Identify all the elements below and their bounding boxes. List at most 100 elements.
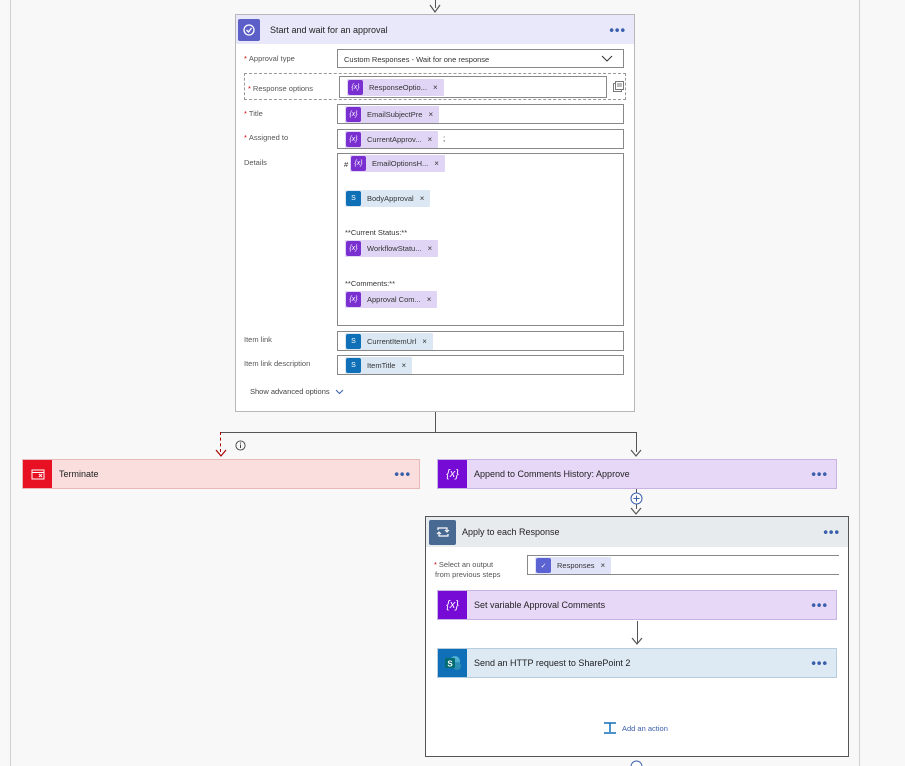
response-options-input[interactable]: {x} ResponseOptio... × xyxy=(339,76,607,98)
response-options-label: *Response options xyxy=(248,84,313,93)
sharepoint-icon: S xyxy=(346,358,361,373)
variable-icon: {x} xyxy=(346,107,361,122)
details-input[interactable]: # {x} EmailOptionsH... × S BodyApproval … xyxy=(337,153,624,326)
item-link-label: Item link xyxy=(244,335,272,344)
add-action-icon xyxy=(604,722,616,734)
info-icon[interactable] xyxy=(235,440,246,451)
select-output-label-2: from previous steps xyxy=(435,570,501,579)
remove-token-icon[interactable]: × xyxy=(428,110,434,119)
variable-icon: {x} xyxy=(346,241,361,256)
remove-token-icon[interactable]: × xyxy=(426,295,432,304)
variable-icon: {x} xyxy=(346,292,361,307)
approval-title: Start and wait for an approval xyxy=(270,24,388,35)
title-token[interactable]: {x} EmailSubjectPre × xyxy=(345,106,440,123)
chevron-down-icon xyxy=(601,55,613,62)
remove-token-icon[interactable]: × xyxy=(434,159,439,168)
assigned-to-suffix: ; xyxy=(443,134,446,143)
details-token-email-options[interactable]: {x} EmailOptionsH... × xyxy=(350,155,445,172)
details-label: Details xyxy=(244,158,267,167)
sharepoint-icon: S xyxy=(438,649,467,677)
details-token-body-approval[interactable]: S BodyApproval × xyxy=(345,190,431,207)
append-comments-action[interactable]: {x} Append to Comments History: Approve … xyxy=(437,459,837,489)
approval-card[interactable]: Start and wait for an approval ••• *Appr… xyxy=(235,14,635,412)
apply-to-each-container[interactable]: Apply to each Response ••• *Select an ou… xyxy=(425,516,849,757)
details-token-approval-comments[interactable]: {x} Approval Com... × xyxy=(345,291,438,308)
sharepoint-icon: S xyxy=(346,191,361,206)
item-link-description-input[interactable]: S ItemTitle × xyxy=(337,355,624,375)
details-token-workflow-status[interactable]: {x} WorkflowStatu... × xyxy=(345,240,439,257)
connector-arrow xyxy=(630,507,642,515)
variable-icon: {x} xyxy=(348,80,363,95)
approval-type-value: Custom Responses - Wait for one response xyxy=(344,55,490,64)
select-output-input[interactable]: ✓ Responses × xyxy=(527,555,839,575)
remove-token-icon[interactable]: × xyxy=(427,244,433,253)
assigned-to-input[interactable]: {x} CurrentApprov... × ; xyxy=(337,129,624,149)
details-status-text: **Current Status:** xyxy=(345,228,408,237)
connector-arrow xyxy=(429,4,441,14)
insert-step-icon[interactable] xyxy=(630,760,643,766)
variable-icon: {x} xyxy=(438,460,467,488)
http-more-icon[interactable]: ••• xyxy=(811,655,828,671)
remove-token-icon[interactable]: × xyxy=(427,135,433,144)
apply-more-icon[interactable]: ••• xyxy=(823,524,840,540)
branch-line xyxy=(221,432,637,433)
set-variable-action[interactable]: {x} Set variable Approval Comments ••• xyxy=(437,590,837,620)
approval-type-dropdown[interactable]: Custom Responses - Wait for one response xyxy=(337,49,624,68)
set-variable-more-icon[interactable]: ••• xyxy=(811,597,828,613)
item-link-token[interactable]: S CurrentItemUrl × xyxy=(345,333,433,350)
connector-line xyxy=(637,621,638,643)
append-comments-title: Append to Comments History: Approve xyxy=(474,469,630,479)
approval-icon: ✓ xyxy=(536,558,551,573)
remove-token-icon[interactable]: × xyxy=(422,337,427,346)
variable-icon: {x} xyxy=(351,156,366,171)
item-link-description-label: Item link description xyxy=(244,359,311,368)
terminate-action[interactable]: Terminate ••• xyxy=(22,459,420,489)
remove-token-icon[interactable]: × xyxy=(419,194,425,203)
sharepoint-icon: S xyxy=(346,334,361,349)
title-label: *Title xyxy=(244,109,263,118)
item-link-input[interactable]: S CurrentItemUrl × xyxy=(337,331,624,351)
remove-token-icon[interactable]: × xyxy=(401,361,407,370)
connector-arrow xyxy=(631,637,643,645)
apply-to-each-header[interactable]: Apply to each Response ••• xyxy=(426,517,848,547)
assigned-to-token[interactable]: {x} CurrentApprov... × xyxy=(345,131,439,148)
apply-to-each-title: Apply to each Response xyxy=(462,527,560,537)
chevron-down-icon xyxy=(335,389,343,394)
response-options-group xyxy=(244,73,626,100)
sharepoint-http-title: Send an HTTP request to SharePoint 2 xyxy=(474,658,631,668)
set-variable-title: Set variable Approval Comments xyxy=(474,600,606,610)
approval-card-header[interactable]: Start and wait for an approval ••• xyxy=(236,15,634,44)
approval-icon xyxy=(238,18,260,41)
variable-icon: {x} xyxy=(438,591,467,619)
show-advanced-options-link[interactable]: Show advanced options xyxy=(250,387,344,396)
run-after-line xyxy=(220,432,221,452)
responses-token[interactable]: ✓ Responses × xyxy=(535,557,612,574)
switch-to-array-icon[interactable] xyxy=(613,81,624,93)
connector-line xyxy=(636,432,637,452)
details-hash: # xyxy=(344,160,349,169)
terminate-title: Terminate xyxy=(59,469,99,479)
loop-icon xyxy=(429,519,456,545)
variable-icon: {x} xyxy=(346,132,361,147)
select-output-label: *Select an output xyxy=(434,560,494,569)
insert-step-icon[interactable] xyxy=(630,492,643,505)
remove-token-icon[interactable]: × xyxy=(600,561,606,570)
approval-more-icon[interactable]: ••• xyxy=(609,22,626,37)
svg-text:S: S xyxy=(447,660,453,669)
connector-arrow xyxy=(630,449,642,457)
details-comments-text: **Comments:** xyxy=(345,279,396,288)
remove-token-icon[interactable]: × xyxy=(432,83,438,92)
terminate-more-icon[interactable]: ••• xyxy=(394,466,411,482)
assigned-to-label: *Assigned to xyxy=(244,133,289,142)
terminate-icon xyxy=(23,460,52,488)
response-options-token[interactable]: {x} ResponseOptio... × xyxy=(347,79,444,96)
append-more-icon[interactable]: ••• xyxy=(811,466,828,482)
title-input[interactable]: {x} EmailSubjectPre × xyxy=(337,104,624,124)
item-link-description-token[interactable]: S ItemTitle × xyxy=(345,357,413,374)
connector-line xyxy=(435,412,436,432)
approval-type-label: *Approval type xyxy=(244,54,295,63)
add-an-action-link[interactable]: Add an action xyxy=(603,721,668,735)
connector-line xyxy=(435,0,436,8)
run-after-arrow xyxy=(215,449,227,457)
sharepoint-http-action[interactable]: S Send an HTTP request to SharePoint 2 •… xyxy=(437,648,837,678)
